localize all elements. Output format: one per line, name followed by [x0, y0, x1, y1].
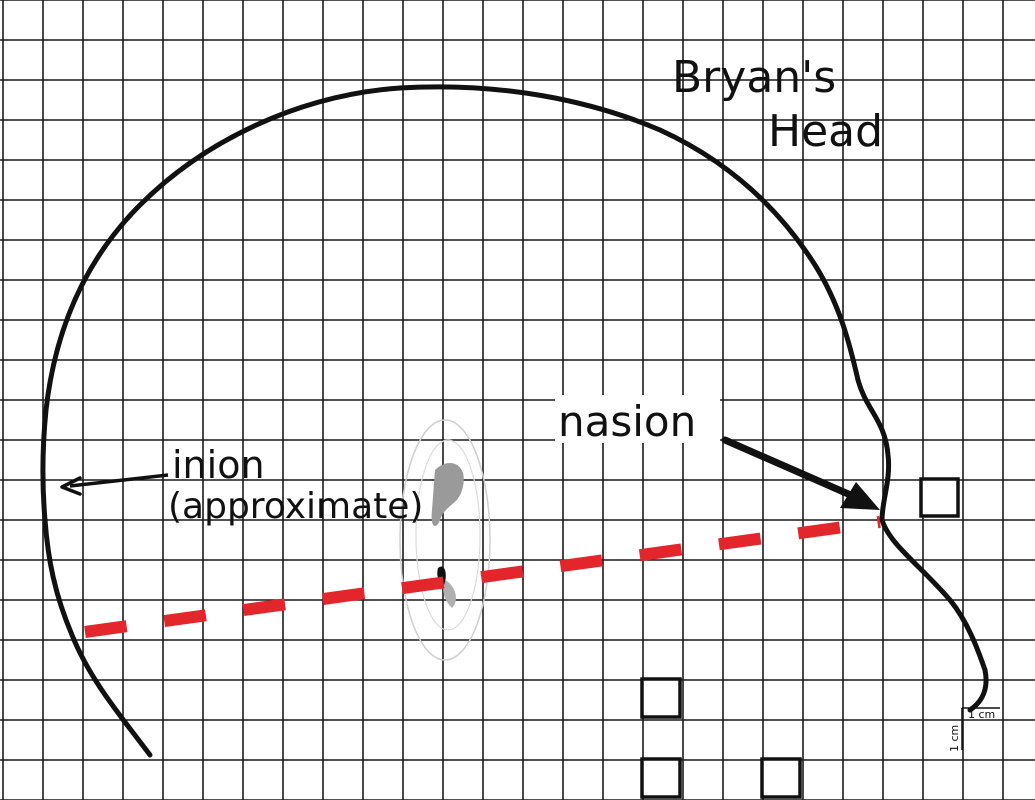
title-line-2: Head	[768, 106, 883, 157]
scale-vertical-label: 1 cm	[948, 725, 961, 752]
nasion-label-backdrop	[555, 395, 720, 443]
reference-line	[84, 516, 881, 638]
inion-note-label: (approximate)	[168, 486, 423, 527]
scale-horizontal-label: 1 cm	[968, 708, 995, 721]
highlighted-squares	[640, 477, 960, 799]
title-line-1: Bryan's	[672, 52, 836, 103]
nasion-label: nasion	[558, 397, 696, 446]
nasion-arrow	[721, 436, 880, 510]
inion-label: inion	[172, 443, 265, 487]
inion-arrow	[60, 473, 169, 496]
ear-sketch	[399, 419, 491, 661]
head-outline	[40, 84, 989, 758]
scale-marker: 1 cm 1 cm	[948, 707, 1000, 752]
